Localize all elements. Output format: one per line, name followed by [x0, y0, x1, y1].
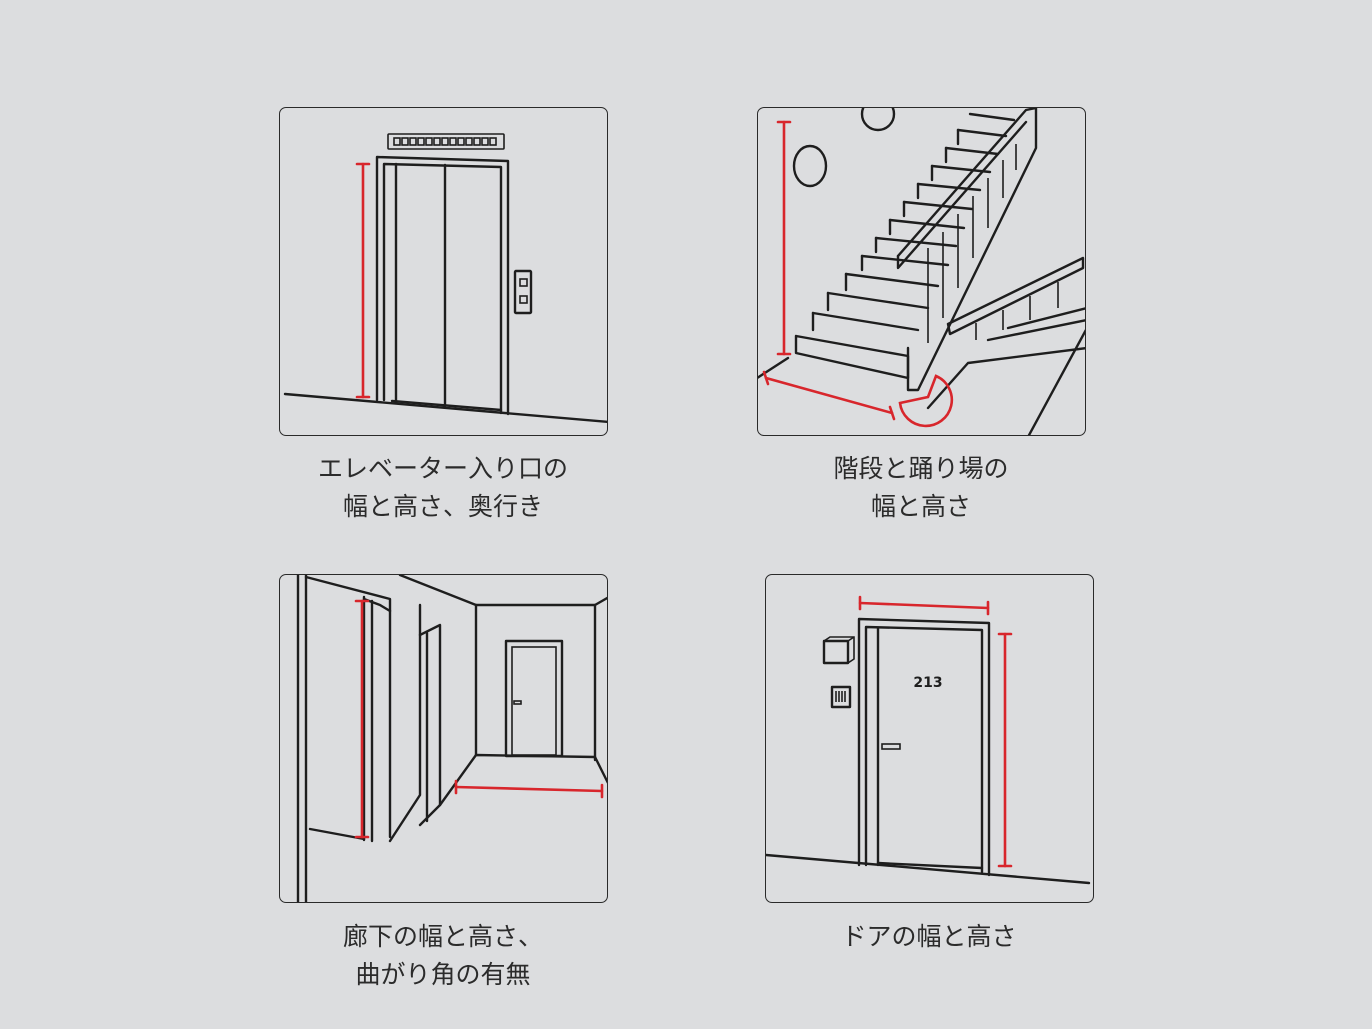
- corridor-panel: [279, 574, 608, 903]
- door-illustration: 213: [766, 595, 1091, 885]
- floor-indicator: [393, 137, 497, 146]
- intercom: [830, 685, 852, 709]
- door-panel: 213: [765, 574, 1094, 903]
- staircase: [794, 112, 1016, 380]
- handrail: [896, 108, 1038, 392]
- door-caption: ドアの幅と高さ: [841, 922, 1017, 951]
- landing-railing: [926, 256, 1085, 435]
- door-handle: [881, 743, 901, 750]
- elevator-panel: [279, 107, 608, 436]
- stairs-illustration: [758, 108, 1085, 435]
- call-buttons: [513, 269, 533, 315]
- far-door: [504, 639, 564, 758]
- stairs-caption: 階段と踊り場の 幅と高さ: [833, 454, 1009, 521]
- width-measure: [764, 376, 894, 415]
- stairs-panel: [757, 107, 1086, 436]
- wall-lamp: [792, 144, 828, 188]
- elevator-caption: エレベーター入り口の 幅と高さ、奥行き: [317, 454, 568, 521]
- width-measure: [858, 601, 990, 610]
- turn-arc: [898, 374, 954, 428]
- width-measure: [454, 785, 604, 793]
- elevator-illustration: [283, 133, 607, 424]
- wall-box: [822, 639, 850, 665]
- corridor-caption: 廊下の幅と高さ、 曲がり角の有無: [342, 922, 543, 989]
- corridor-illustration: [296, 575, 607, 902]
- door-number: 213: [913, 675, 942, 691]
